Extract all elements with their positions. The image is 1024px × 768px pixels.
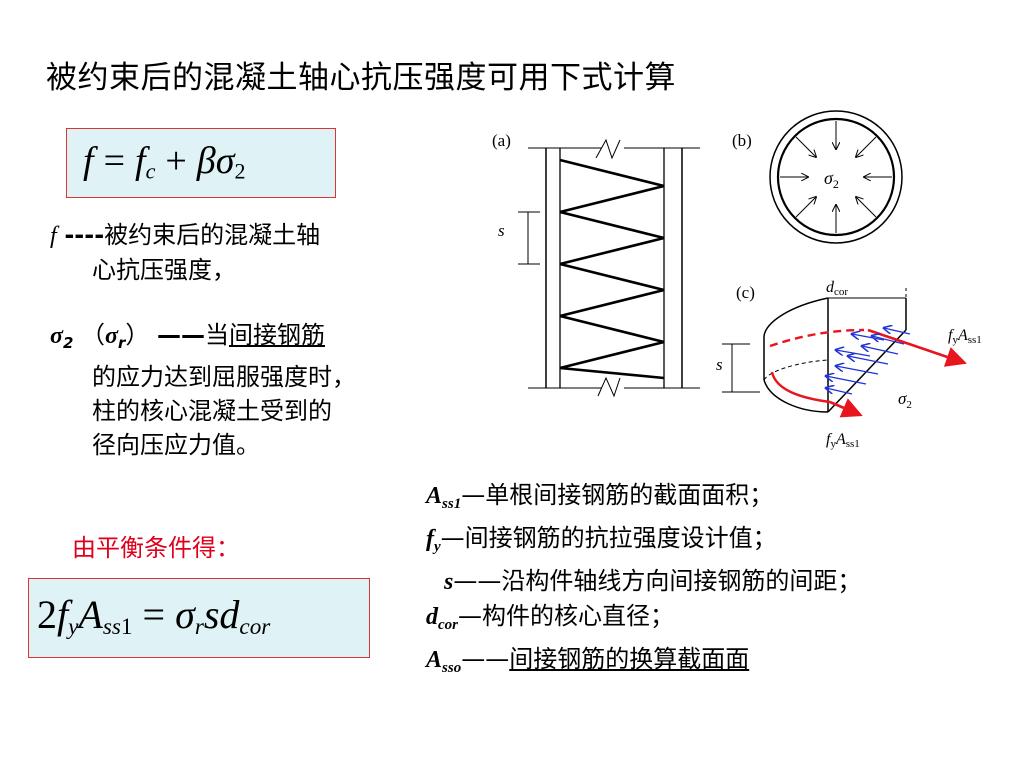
figure-fyAss1-top: fyAss1 — [948, 327, 982, 346]
def-symbol-sub: cor — [438, 617, 458, 633]
formula-f: f — [83, 140, 94, 182]
def-symbol: s — [444, 569, 454, 595]
def-symbol: d — [426, 604, 438, 630]
formula2-d-sub: cor — [239, 613, 271, 640]
def-text: 单根间接钢筋的截面面积； — [485, 481, 774, 509]
formula-beta: β — [196, 140, 216, 182]
formula-confined-strength: f=fc+βσ2 — [66, 128, 336, 198]
formula2-fy-base: f — [57, 592, 69, 637]
figure-s-label-c: s — [716, 355, 723, 374]
def-text: 构件的核心直径； — [482, 602, 674, 630]
cross-section — [769, 110, 903, 244]
spiral-column — [518, 138, 700, 398]
desc-sigma-line2: 的应力达到屈服强度时， — [92, 363, 356, 391]
desc-f-dashes: ---- — [64, 221, 105, 249]
desc-sigmar-sub: r — [117, 334, 126, 352]
formula2-sigma-sub: r — [194, 613, 204, 640]
formula2-a-sub2: 1 — [120, 613, 133, 640]
desc-f-symbol: f — [50, 223, 57, 249]
desc-f-line2: 心抗压强度， — [92, 256, 236, 284]
figure-fyAss1-bottom: fyAss1 — [826, 431, 860, 450]
figure-dcor: dcor — [826, 279, 848, 298]
def-symbol-sub: y — [434, 539, 441, 555]
def-symbol-sub: ss1 — [442, 496, 462, 512]
def-text: 间接钢筋的换算截面面 — [509, 645, 750, 673]
desc-paren-open: （ — [81, 321, 106, 349]
formula-sigma: σ — [215, 140, 235, 182]
formula2-coef: 2 — [37, 592, 57, 637]
formula-balance: 2fyAss1 =σrsdcor — [28, 578, 370, 658]
balance-label: 由平衡条件得： — [72, 534, 240, 562]
desc-sigma-text-a: 当 — [205, 321, 229, 349]
def-symbol-sub: sso — [442, 660, 462, 676]
definitions-list: Ass1—单根间接钢筋的截面面积； fy—间接钢筋的抗拉强度设计值； s——沿构… — [426, 478, 861, 685]
desc-sigma-text-u: 间接钢筋 — [229, 321, 325, 349]
definition-row: dcor—构件的核心直径； — [426, 599, 861, 642]
desc-f: f ----被约束后的混凝土轴 心抗压强度， — [50, 218, 430, 287]
def-text: 间接钢筋的抗拉强度设计值； — [464, 524, 777, 552]
figure-sigma2-c: σ2 — [898, 389, 912, 411]
formula2-a-base: A — [78, 592, 103, 637]
def-dash: — — [440, 524, 465, 552]
definition-row: s——沿构件轴线方向间接钢筋的间距； — [426, 564, 861, 599]
hoop-tension-arrows — [769, 328, 967, 418]
figure-label-b: (b) — [732, 131, 752, 150]
formula-sigma-sub: 2 — [234, 158, 246, 184]
desc-sigma: σ2 （σr） ——当间接钢筋 的应力达到屈服强度时， 柱的核心混凝土受到的 径… — [50, 318, 450, 462]
formula2-d: d — [219, 592, 240, 637]
definition-row: Asso——间接钢筋的换算截面面 — [426, 642, 861, 685]
formula2-sigma: σ — [175, 592, 195, 637]
figure-label-a: (a) — [492, 131, 511, 150]
def-symbol: A — [426, 647, 443, 673]
desc-sigmar-symbol: σ — [105, 323, 118, 349]
desc-sigma-dash: —— — [157, 321, 205, 349]
figure-s-label-a: s — [498, 221, 505, 240]
radial-pressure-arrows — [826, 328, 911, 395]
def-dash: —— — [461, 645, 510, 673]
formula-fc-base: f — [135, 140, 146, 182]
desc-sigma-line3: 柱的核心混凝土受到的 — [92, 397, 332, 425]
formula-equals: = — [103, 140, 125, 182]
formula-plus: + — [165, 140, 187, 182]
formula2-fy-sub: y — [68, 613, 79, 640]
def-text: 沿构件轴线方向间接钢筋的间距； — [501, 567, 862, 595]
figure-sigma2-b: σ2 — [824, 168, 839, 191]
definition-row: Ass1—单根间接钢筋的截面面积； — [426, 478, 861, 521]
desc-sigma2-sub: 2 — [62, 334, 74, 352]
formula2-a-sub: ss — [102, 613, 121, 640]
desc-f-line1: 被约束后的混凝土轴 — [104, 221, 321, 249]
page-title: 被约束后的混凝土轴心抗压强度可用下式计算 — [46, 60, 676, 96]
def-dash: — — [461, 481, 486, 509]
figure-label-c: (c) — [736, 283, 755, 302]
formula-fc-sub: c — [145, 158, 156, 184]
def-symbol: A — [426, 483, 443, 509]
definition-row: fy—间接钢筋的抗拉强度设计值； — [426, 521, 861, 564]
desc-paren-close: ） — [125, 321, 150, 349]
def-dash: —— — [453, 567, 502, 595]
desc-sigma2-symbol: σ — [50, 323, 63, 349]
half-cylinder — [722, 288, 907, 413]
def-dash: — — [458, 602, 482, 630]
desc-sigma-line4: 径向压应力值。 — [92, 431, 260, 459]
formula2-s: s — [203, 592, 220, 637]
def-symbol: f — [426, 526, 434, 552]
formula2-equals: = — [142, 592, 166, 637]
